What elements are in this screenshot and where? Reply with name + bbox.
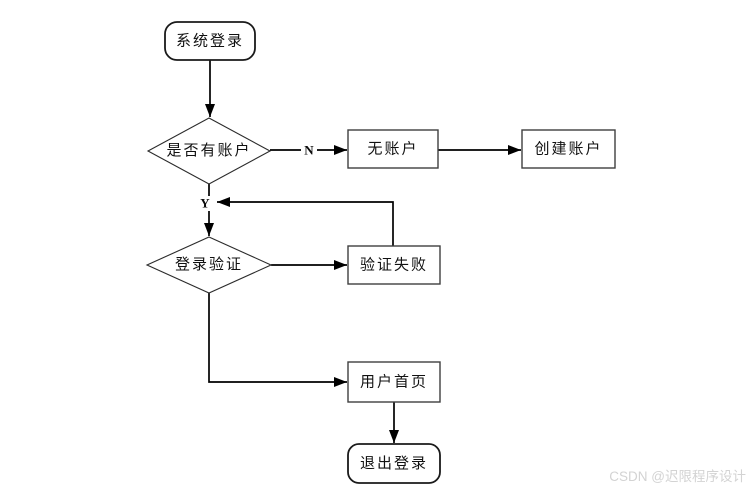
node-start-label: 系统登录 [176, 33, 244, 50]
node-user-home: 用户首页 [347, 361, 441, 403]
node-no-account: 无账户 [347, 129, 439, 169]
branch-label-y: Y [200, 196, 210, 211]
node-has-account: 是否有账户 [146, 117, 272, 185]
node-has-account-shape [146, 117, 272, 185]
node-create-account: 创建账户 [521, 129, 616, 169]
node-verify-fail-label: 验证失败 [360, 257, 428, 274]
node-login-verify-label: 登录验证 [175, 256, 243, 273]
node-logout-label: 退出登录 [360, 455, 428, 472]
node-logout-shape [347, 443, 441, 484]
node-login-verify-shape [145, 236, 273, 294]
node-no-account-shape [347, 129, 439, 169]
node-user-home-shape [347, 361, 441, 403]
node-create-account-label: 创建账户 [534, 141, 602, 158]
node-user-home-label: 用户首页 [360, 374, 428, 391]
edge-login-verify-to-user-home [208, 293, 347, 387]
node-has-account-label: 是否有账户 [166, 142, 251, 159]
node-verify-fail: 验证失败 [347, 245, 441, 285]
node-login-verify: 登录验证 [145, 236, 273, 294]
csdn-watermark: CSDN @迟限程序设计 [609, 469, 746, 484]
edge-verify-fail-feedback [217, 197, 394, 246]
node-verify-fail-shape [347, 245, 441, 285]
node-logout: 退出登录 [347, 443, 441, 484]
node-create-account-shape [521, 129, 616, 169]
node-start: 系统登录 [164, 21, 256, 61]
node-no-account-label: 无账户 [367, 141, 418, 158]
branch-label-n: N [304, 143, 314, 158]
node-start-shape [164, 21, 256, 61]
